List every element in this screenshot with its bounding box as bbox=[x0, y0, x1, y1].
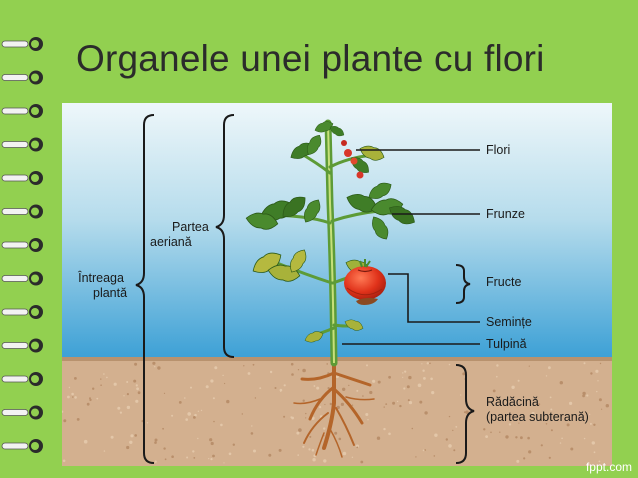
sky-background bbox=[62, 103, 612, 361]
aerial-part-label-line1: Partea bbox=[172, 220, 209, 234]
spiral-ring bbox=[1, 375, 29, 383]
root-label-line1: Rădăcină bbox=[486, 395, 539, 409]
spiral-ring bbox=[1, 275, 29, 282]
spiral-ring bbox=[1, 208, 29, 215]
whole-plant-label-line1: Întreaga bbox=[78, 271, 124, 285]
slide-title: Organele unei plante cu flori bbox=[76, 38, 545, 79]
aerial-part-label: Partea aeriană bbox=[150, 220, 209, 250]
seeds-label: Semințe bbox=[486, 315, 532, 329]
pointer-lines bbox=[342, 149, 480, 345]
leaf bbox=[344, 319, 364, 331]
fruit-brace bbox=[455, 264, 471, 304]
spiral-ring bbox=[1, 141, 29, 148]
aerial-part-brace bbox=[215, 114, 235, 358]
spiral-ring bbox=[1, 409, 29, 416]
leaf bbox=[389, 206, 415, 225]
whole-plant-label-line2: plantă bbox=[93, 286, 128, 300]
whole-plant-brace bbox=[135, 114, 155, 464]
leaf bbox=[282, 196, 306, 217]
root-system bbox=[293, 359, 375, 458]
spiral-ring bbox=[1, 442, 29, 450]
tomato-fruit bbox=[344, 259, 386, 305]
spiral-ring bbox=[1, 107, 29, 115]
flowers bbox=[341, 140, 364, 179]
leaves bbox=[245, 121, 415, 343]
diagram-canvas bbox=[62, 103, 612, 466]
spiral-ring bbox=[1, 74, 29, 81]
spiral-binding bbox=[1, 37, 43, 453]
spiral-ring bbox=[1, 241, 29, 249]
root-brace bbox=[455, 364, 475, 464]
leaf bbox=[368, 182, 392, 199]
plant-diagram: Întreaga plantă Partea aeriană Flori Fru… bbox=[62, 103, 612, 466]
flowers-label: Flori bbox=[486, 143, 511, 157]
leaf bbox=[290, 249, 307, 273]
spiral-ring bbox=[1, 174, 29, 182]
stem-label: Tulpină bbox=[486, 337, 527, 351]
leaf bbox=[245, 212, 279, 230]
fruits-label: Fructe bbox=[486, 275, 522, 289]
leaf bbox=[314, 121, 334, 133]
root-label-line2: (partea subterană) bbox=[486, 410, 589, 424]
leaf bbox=[304, 199, 321, 223]
whole-plant-label: Întreaga plantă bbox=[75, 271, 127, 301]
leaves-label: Frunze bbox=[486, 207, 525, 221]
leaf bbox=[307, 134, 322, 156]
leaf bbox=[304, 331, 324, 343]
spiral-ring bbox=[1, 308, 29, 316]
spiral-ring bbox=[1, 40, 29, 48]
leaf bbox=[372, 216, 389, 240]
leaf bbox=[329, 126, 345, 137]
root-label: Rădăcină (partea subterană) bbox=[486, 395, 589, 425]
spiral-ring bbox=[1, 342, 29, 349]
aerial-part-label-line2: aeriană bbox=[150, 235, 192, 249]
watermark: fppt.com bbox=[585, 460, 632, 474]
